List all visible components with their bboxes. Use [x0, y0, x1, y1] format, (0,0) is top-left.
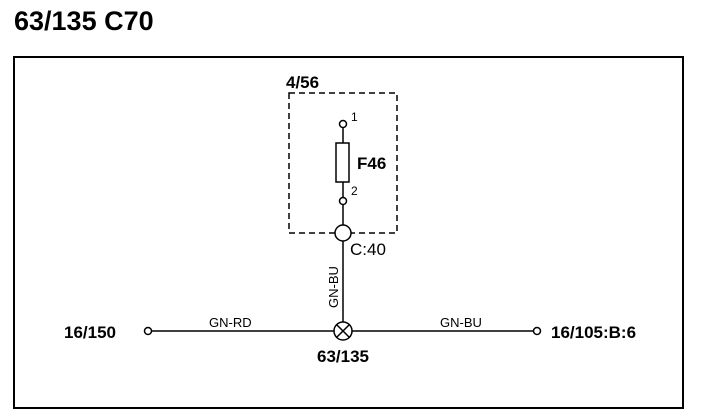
- splice-symbol: [333, 321, 353, 341]
- left-terminal-label: 16/150: [64, 323, 116, 342]
- right-terminal-label: 16/105:B:6: [551, 323, 636, 342]
- right-wire-label: GN-BU: [440, 315, 482, 330]
- page-title: 63/135 C70: [14, 6, 154, 36]
- splice-label: 63/135: [317, 347, 369, 366]
- connector-symbol: [334, 224, 352, 242]
- module-ref-label: 4/56: [286, 73, 319, 92]
- fuse-pin-1: [338, 119, 348, 129]
- connector-label: C:40: [350, 240, 386, 259]
- vertical-wire-label: GN-BU: [326, 266, 341, 308]
- fuse-pin-2-label: 2: [351, 184, 358, 198]
- right-terminal: [532, 326, 542, 336]
- diagram-frame: [13, 56, 684, 409]
- left-wire-label: GN-RD: [209, 315, 252, 330]
- fuse-pin-2: [338, 196, 348, 206]
- fuse-label: F46: [357, 154, 386, 173]
- fuse-symbol: [335, 142, 350, 183]
- fuse-pin-1-label: 1: [351, 110, 358, 124]
- left-terminal: [143, 326, 153, 336]
